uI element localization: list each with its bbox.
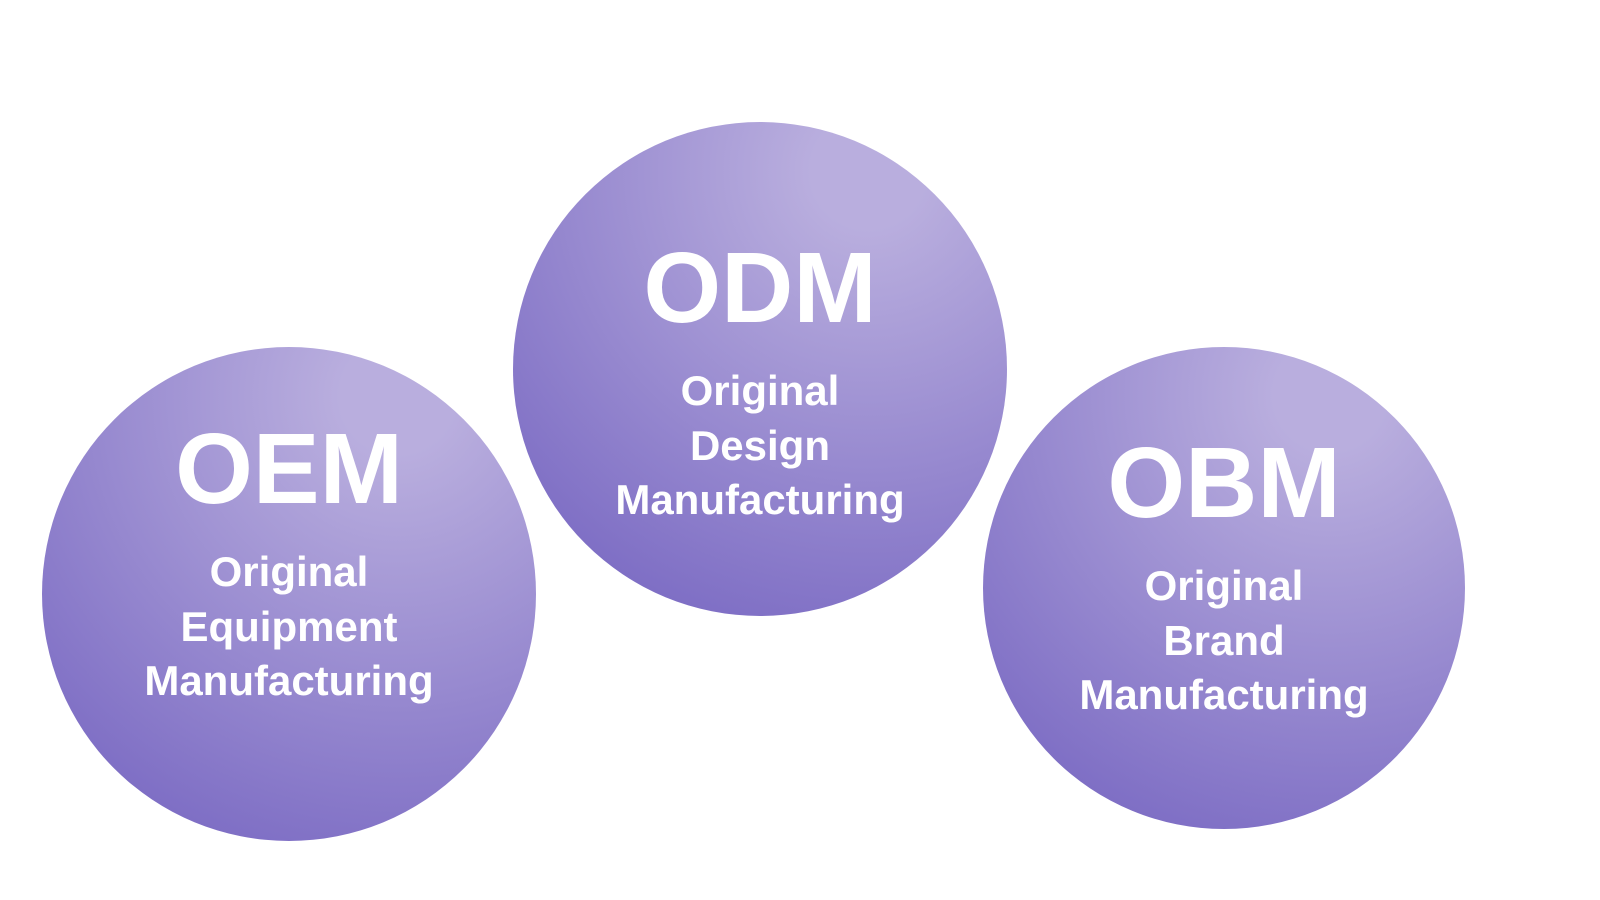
obm-full-name-line-1: Original xyxy=(1144,562,1304,610)
odm-full-name-line-2: Design xyxy=(689,421,830,469)
odm-acronym: ODM xyxy=(643,232,877,345)
odm-full-name-line-3: Manufacturing xyxy=(615,476,905,524)
oem-full-name: Original Equipment Manufacturing xyxy=(144,545,433,709)
odm-full-name: Original Design Manufacturing xyxy=(615,364,904,528)
obm-full-name-line-3: Manufacturing xyxy=(1079,671,1369,719)
obm-acronym: OBM xyxy=(1107,427,1341,540)
oem-circle: OEM Original Equipment Manufacturing xyxy=(42,347,536,841)
odm-circle: ODM Original Design Manufacturing xyxy=(513,122,1007,616)
obm-text-block: OBM Original Brand Manufacturing xyxy=(1079,433,1368,723)
oem-full-name-line-2: Equipment xyxy=(180,602,398,650)
odm-text-block: ODM Original Design Manufacturing xyxy=(615,238,904,528)
oem-full-name-line-1: Original xyxy=(209,548,369,596)
odm-full-name-line-1: Original xyxy=(680,367,840,415)
obm-circle: OBM Original Brand Manufacturing xyxy=(983,347,1465,829)
obm-full-name-line-2: Brand xyxy=(1163,616,1285,664)
oem-acronym: OEM xyxy=(175,413,403,526)
oem-text-block: OEM Original Equipment Manufacturing xyxy=(144,419,433,709)
obm-full-name: Original Brand Manufacturing xyxy=(1079,559,1368,723)
oem-full-name-line-3: Manufacturing xyxy=(144,657,434,705)
